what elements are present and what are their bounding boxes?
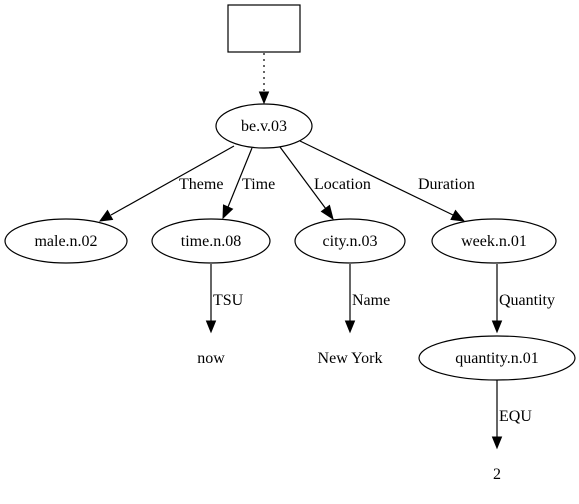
edge-time: Time — [222, 147, 275, 220]
node-week-n-01[interactable]: week.n.01 — [431, 218, 557, 264]
node-time-n-08[interactable]: time.n.08 — [151, 218, 271, 264]
edge-equ-label: EQU — [499, 408, 532, 425]
edge-name-label: Name — [352, 292, 390, 309]
edge-duration: Duration — [299, 140, 475, 222]
node-time-n-08-label: time.n.08 — [181, 233, 241, 250]
box-node[interactable] — [227, 4, 301, 53]
node-male-n-02-label: male.n.02 — [34, 233, 97, 250]
node-now[interactable]: now — [197, 350, 225, 367]
edge-location-label: Location — [314, 176, 371, 193]
node-two[interactable]: 2 — [493, 466, 501, 483]
node-be-v-03[interactable]: be.v.03 — [215, 103, 313, 149]
edge-name: Name — [344, 264, 390, 334]
node-city-n-03[interactable]: city.n.03 — [294, 218, 406, 264]
node-now-label: now — [197, 350, 225, 367]
edge-quantity-label: Quantity — [499, 292, 555, 309]
node-new-york[interactable]: New York — [318, 350, 383, 367]
edge-tsu-label: TSU — [213, 292, 244, 309]
edge-quantity: Quantity — [491, 264, 555, 334]
node-city-n-03-label: city.n.03 — [323, 233, 378, 250]
node-week-n-01-label: week.n.01 — [461, 233, 527, 250]
edge-theme: Theme — [98, 145, 235, 222]
edge-duration-label: Duration — [418, 176, 475, 193]
node-new-york-label: New York — [318, 350, 383, 367]
edge-tsu: TSU — [205, 264, 244, 334]
edge-equ: EQU — [491, 380, 532, 450]
node-quantity-n-01[interactable]: quantity.n.01 — [418, 335, 576, 381]
edge-box-to-be — [258, 53, 270, 105]
edge-theme-label: Theme — [179, 176, 223, 193]
node-male-n-02[interactable]: male.n.02 — [4, 218, 128, 264]
node-quantity-n-01-label: quantity.n.01 — [455, 350, 538, 367]
node-two-label: 2 — [493, 466, 501, 483]
node-be-v-03-label: be.v.03 — [241, 118, 287, 135]
edge-location: Location — [279, 146, 371, 221]
edge-time-label: Time — [242, 176, 275, 193]
